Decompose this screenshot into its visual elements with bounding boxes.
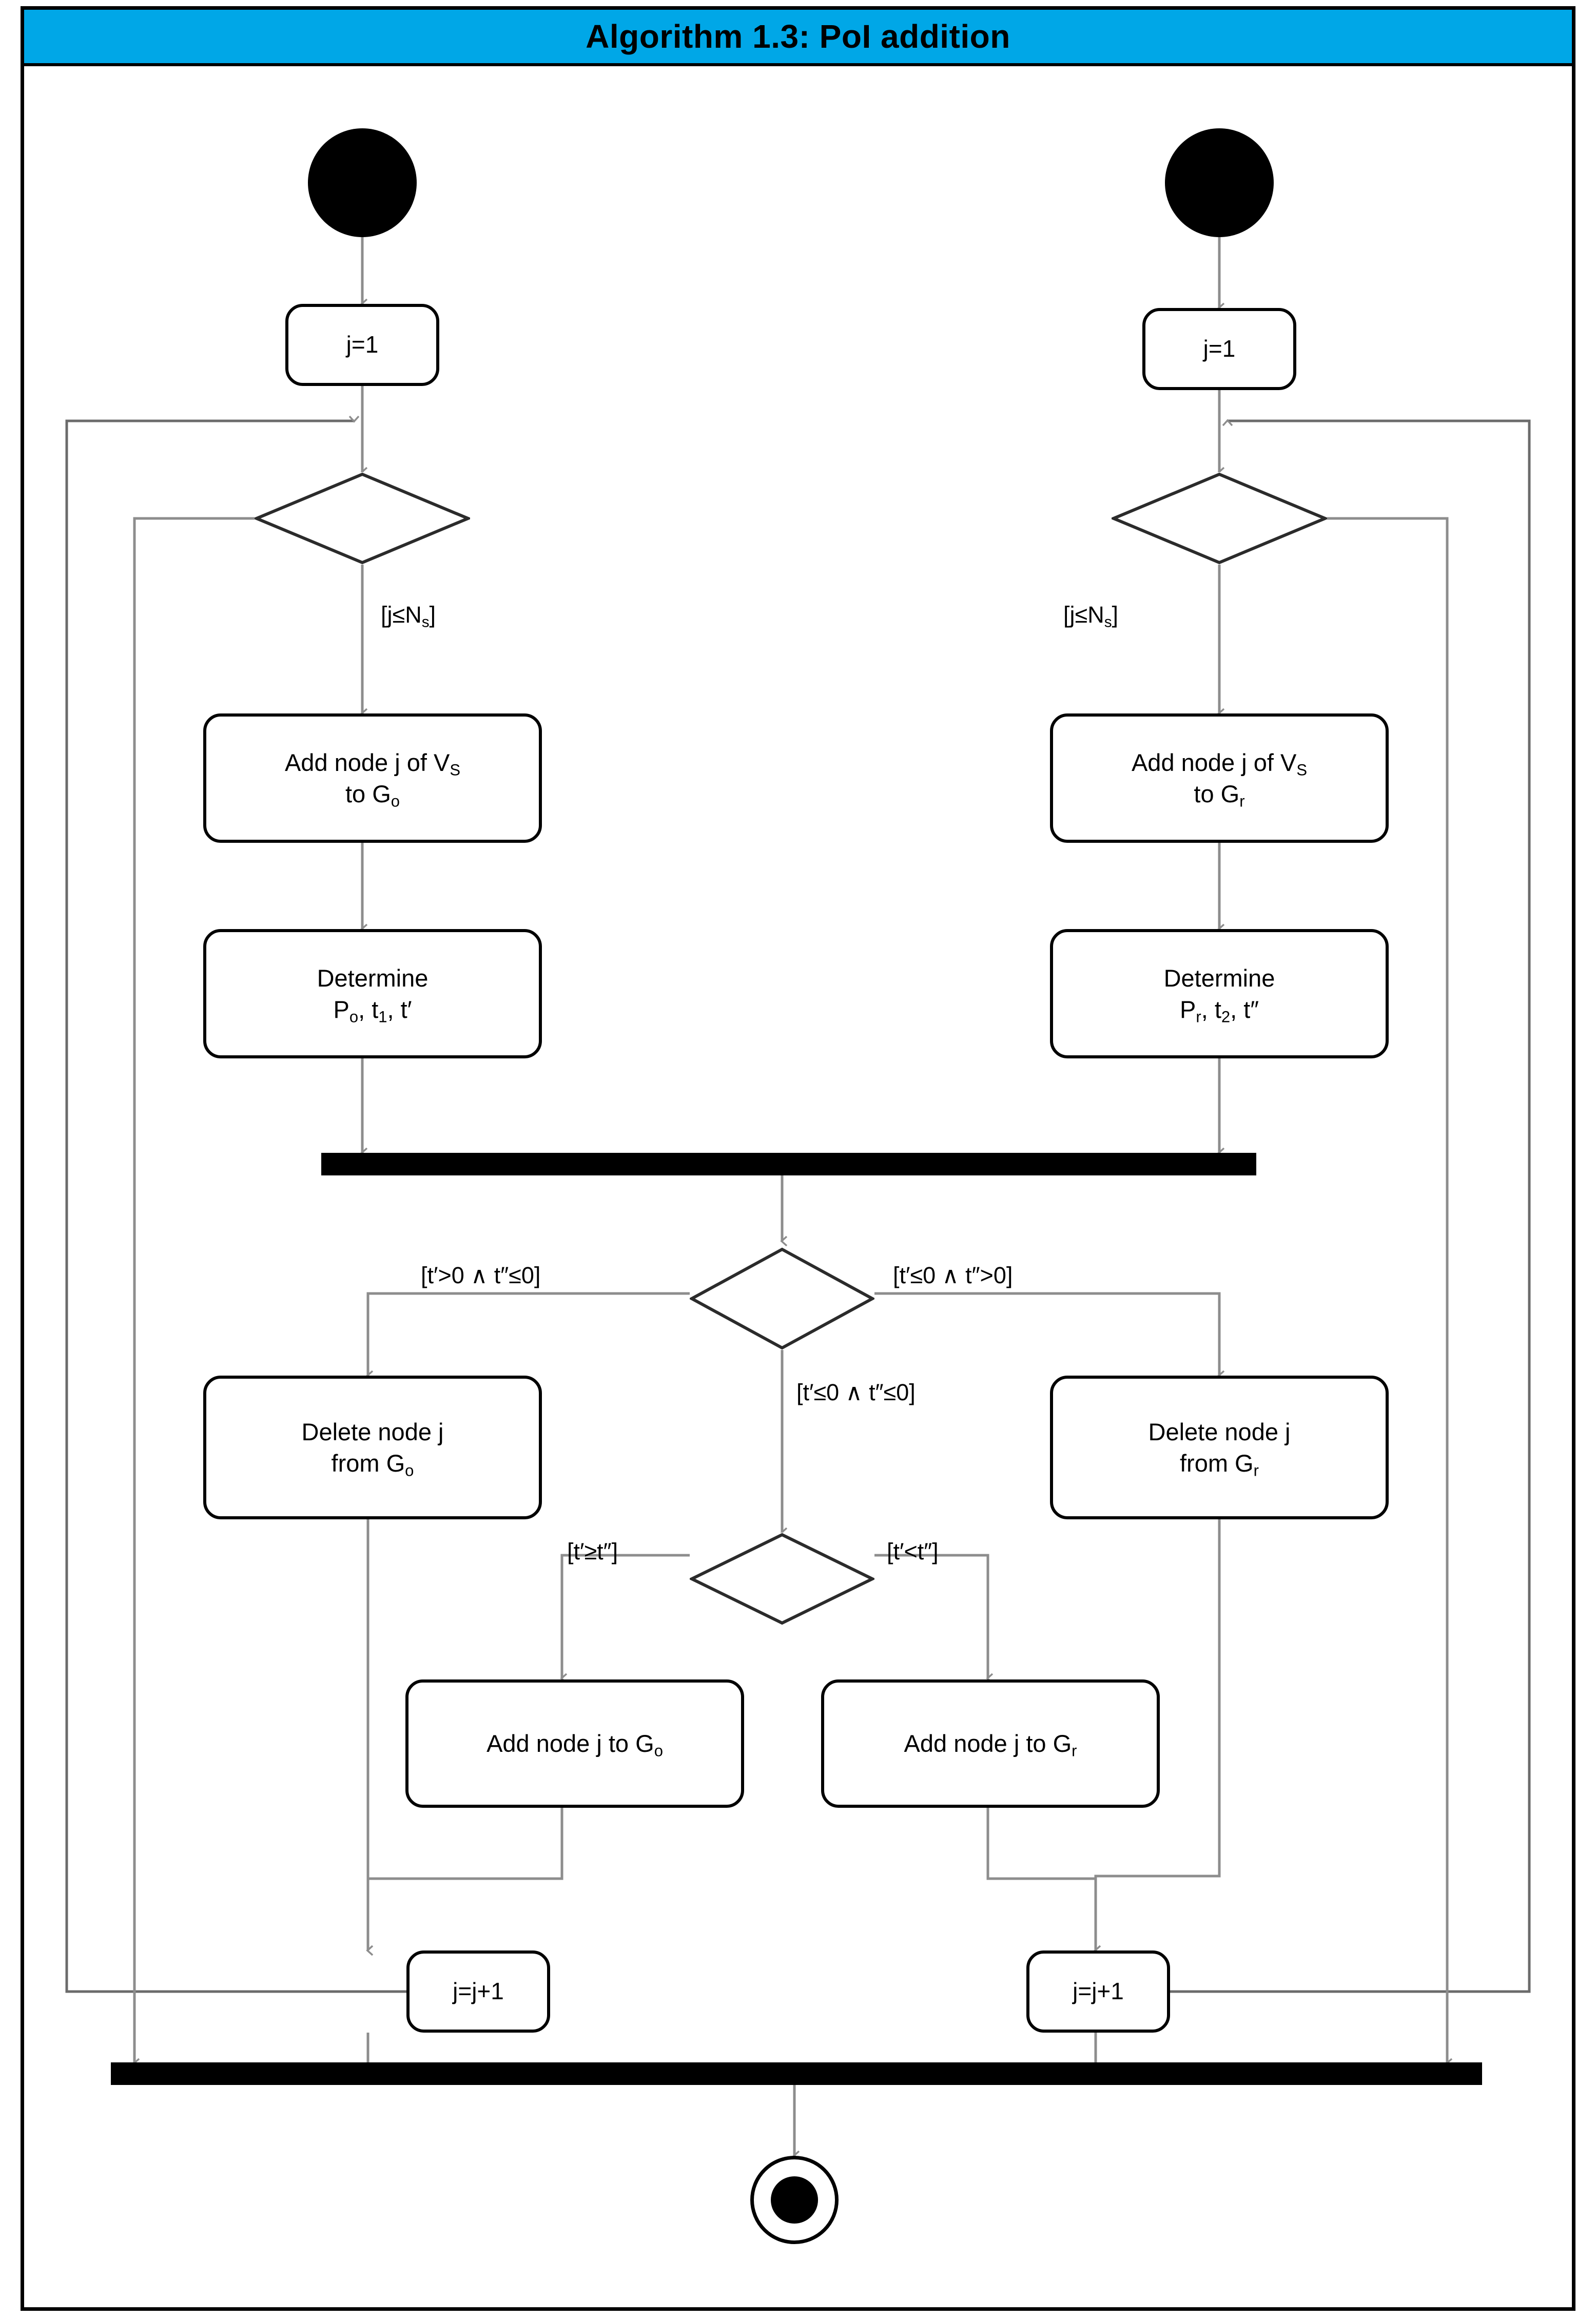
- action-add-to-go-label: Add node j to Go: [486, 1728, 663, 1759]
- addgo-s: o: [654, 1742, 663, 1761]
- det-right-l2: P: [1180, 996, 1196, 1023]
- guard-loop-left: [j≤Ns]: [381, 602, 436, 630]
- decision-loop-right-shape: [1112, 472, 1327, 565]
- action-delete-node-right-label: Delete node j from Gr: [1149, 1416, 1291, 1479]
- join-bar-top: [321, 1153, 1256, 1175]
- action-add-to-go[interactable]: Add node j to Go: [405, 1679, 744, 1808]
- det-left-l2: P: [333, 996, 349, 1023]
- action-increment-right-label: j=j+1: [1073, 1978, 1124, 2005]
- action-delete-node-right[interactable]: Delete node j from Gr: [1050, 1376, 1389, 1519]
- action-determine-right[interactable]: Determine Pr, t2, t″: [1050, 929, 1389, 1058]
- action-delete-node-left[interactable]: Delete node j from Go: [203, 1376, 542, 1519]
- det-left-s2: o: [349, 1008, 359, 1026]
- action-increment-right[interactable]: j=j+1: [1026, 1950, 1170, 2033]
- del-left-s2: o: [405, 1461, 414, 1480]
- addgr-s: r: [1072, 1742, 1077, 1761]
- guard-tdprime-pos-label: [t′≤0 ∧ t″>0]: [893, 1262, 1013, 1288]
- guard-both-nonpos-label: [t′≤0 ∧ t″≤0]: [796, 1379, 916, 1405]
- del-right-l1: Delete node j: [1148, 1418, 1291, 1445]
- action-add-node-left[interactable]: Add node j of VS to Go: [203, 713, 542, 843]
- start-node-left: [308, 128, 417, 237]
- title-bar: Algorithm 1.3: PoI addition: [24, 10, 1572, 66]
- end-node: [750, 2156, 839, 2244]
- addgr-l: Add node j to G: [904, 1730, 1072, 1757]
- add-left-s2: o: [391, 792, 400, 810]
- add-right-s2: r: [1239, 792, 1245, 810]
- guard-tprime-ge-label: [t′≥t″]: [567, 1538, 618, 1564]
- action-determine-right-label: Determine Pr, t2, t″: [1164, 962, 1275, 1025]
- guard-tprime-lt-label: [t′<t″]: [887, 1538, 939, 1564]
- decision-sign-compare-shape: [690, 1247, 874, 1350]
- guard-tprime-lt: [t′<t″]: [887, 1540, 939, 1563]
- add-right-l2: to G: [1194, 780, 1240, 807]
- decision-loop-left-shape: [255, 472, 470, 565]
- decision-loop-left[interactable]: [255, 472, 470, 565]
- guard-loop-left-b: ]: [429, 602, 436, 628]
- decision-compare-t-shape: [690, 1533, 874, 1625]
- action-determine-left[interactable]: Determine Po, t1, t′: [203, 929, 542, 1058]
- action-add-node-right-label: Add node j of VS to Gr: [1132, 747, 1307, 809]
- det-left-s2b: 1: [378, 1008, 387, 1026]
- start-node-right: [1165, 128, 1274, 237]
- guard-tdprime-pos: [t′≤0 ∧ t″>0]: [893, 1264, 1013, 1287]
- det-left-l1: Determine: [317, 964, 429, 992]
- det-right-l2b: , t: [1201, 996, 1221, 1023]
- action-increment-left-label: j=j+1: [453, 1978, 504, 2005]
- action-add-node-left-label: Add node j of VS to Go: [285, 747, 460, 809]
- add-right-l1: Add node j of V: [1131, 748, 1297, 776]
- action-determine-left-label: Determine Po, t1, t′: [317, 962, 429, 1025]
- add-left-l2: to G: [345, 780, 391, 807]
- guard-loop-right-a: [j≤N: [1063, 602, 1104, 628]
- guard-loop-right-b: ]: [1112, 602, 1119, 628]
- guard-both-nonpos: [t′≤0 ∧ t″≤0]: [796, 1381, 916, 1404]
- guard-loop-left-sub: s: [421, 613, 430, 631]
- guard-tprime-ge: [t′≥t″]: [567, 1540, 618, 1563]
- action-delete-node-left-label: Delete node j from Go: [302, 1416, 444, 1479]
- del-left-l1: Delete node j: [301, 1418, 444, 1445]
- action-add-to-gr[interactable]: Add node j to Gr: [821, 1679, 1160, 1808]
- det-left-l2b: , t: [358, 996, 379, 1023]
- action-init-right[interactable]: j=1: [1142, 308, 1296, 390]
- guard-loop-right-sub: s: [1104, 613, 1112, 631]
- guard-loop-right: [j≤Ns]: [1063, 602, 1119, 630]
- action-add-to-gr-label: Add node j to Gr: [904, 1728, 1077, 1759]
- add-right-s1: S: [1296, 761, 1308, 779]
- det-right-s2: r: [1196, 1008, 1201, 1026]
- del-right-l2: from G: [1180, 1450, 1254, 1477]
- decision-sign-compare[interactable]: [690, 1247, 874, 1350]
- det-right-s2b: 2: [1221, 1008, 1231, 1026]
- del-right-s2: r: [1253, 1461, 1259, 1480]
- guard-loop-left-a: [j≤N: [381, 602, 422, 628]
- det-left-l2c: , t′: [387, 996, 412, 1023]
- det-right-l2c: , t″: [1230, 996, 1259, 1023]
- add-left-s1: S: [450, 761, 461, 779]
- det-right-l1: Determine: [1163, 964, 1275, 992]
- action-init-right-label: j=1: [1203, 335, 1236, 362]
- action-add-node-right[interactable]: Add node j of VS to Gr: [1050, 713, 1389, 843]
- guard-tprime-pos: [t′>0 ∧ t″≤0]: [421, 1264, 540, 1287]
- del-left-l2: from G: [331, 1450, 405, 1477]
- add-left-l1: Add node j of V: [284, 748, 450, 776]
- join-bar-bottom: [111, 2062, 1482, 2085]
- decision-compare-t[interactable]: [690, 1533, 874, 1625]
- action-init-left[interactable]: j=1: [285, 304, 439, 386]
- page-title: Algorithm 1.3: PoI addition: [586, 18, 1010, 55]
- action-init-left-label: j=1: [346, 331, 379, 358]
- action-increment-left[interactable]: j=j+1: [406, 1950, 550, 2033]
- guard-tprime-pos-label: [t′>0 ∧ t″≤0]: [421, 1262, 541, 1288]
- decision-loop-right[interactable]: [1112, 472, 1327, 565]
- end-node-inner: [771, 2176, 818, 2224]
- addgo-l: Add node j to G: [486, 1730, 654, 1757]
